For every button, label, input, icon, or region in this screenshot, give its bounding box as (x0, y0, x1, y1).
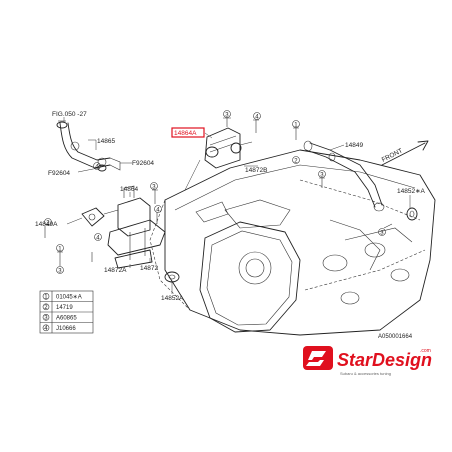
figure-ref: FIG.050 -27 (52, 111, 87, 118)
label-14864: 14864 (120, 186, 138, 193)
svg-text:2: 2 (44, 305, 48, 311)
svg-text:4: 4 (96, 235, 100, 241)
svg-text:4: 4 (44, 326, 48, 332)
label-14865: 14865 (97, 138, 115, 145)
label-14849: 14849 (345, 142, 363, 149)
legend-part-3: A60865 (56, 316, 77, 322)
timing-cover (199, 221, 301, 333)
svg-text:1: 1 (294, 122, 298, 128)
svg-text:3: 3 (380, 230, 384, 236)
part-labels: FIG.050 -27 14865 F92604 F92604 14864 14… (35, 111, 426, 302)
svg-text:1: 1 (44, 295, 48, 301)
logo-suffix: .com (420, 348, 431, 354)
svg-text:4: 4 (255, 114, 259, 120)
svg-text:3: 3 (320, 172, 324, 178)
drawing-code: A050001664 (378, 334, 413, 340)
legend-part-2: 14719 (56, 305, 73, 311)
leader-lines (63, 117, 411, 294)
hose-14865 (59, 122, 121, 171)
label-14852A-right: 14852∗A (397, 188, 426, 195)
legend-table: 1 01045∗A 2 14719 3 A60865 4 J10666 (39, 290, 94, 334)
label-f92604-upper: F92604 (132, 160, 154, 167)
front-arrow: FRONT (381, 140, 429, 166)
svg-text:3: 3 (44, 316, 48, 322)
label-14852A-lower: 14852A (161, 295, 184, 302)
label-14872: 14872 (140, 265, 158, 272)
svg-text:4: 4 (156, 207, 160, 213)
svg-text:3: 3 (225, 112, 229, 118)
label-14872B: 14872B (245, 167, 267, 174)
label-f92604-lower: F92604 (48, 170, 70, 177)
legend-part-1: 01045∗A (56, 295, 82, 301)
clamp-f92604-upper (56, 120, 68, 129)
svg-text:4: 4 (95, 164, 99, 170)
label-14872A: 14872A (104, 267, 127, 274)
engine-block (149, 149, 436, 336)
logo-badge (303, 346, 333, 370)
valve-14864A (204, 127, 253, 169)
valve-14864-assembly (107, 185, 166, 269)
svg-text:2: 2 (46, 220, 50, 226)
fitting-14849A (81, 207, 119, 227)
highlight-tag-14864A: 14864A (171, 127, 205, 138)
legend-part-4: J10666 (56, 326, 76, 332)
label-14849A: 14849A (35, 221, 58, 228)
stardesign-logo: StarDesign .com Subaru & accessories tun… (303, 346, 432, 376)
logo-tagline: Subaru & accessories tuning (340, 371, 391, 376)
svg-text:3: 3 (152, 184, 156, 190)
svg-text:14864A: 14864A (174, 130, 197, 137)
svg-text:2: 2 (294, 158, 298, 164)
logo-brand: StarDesign (337, 350, 432, 370)
svg-text:1: 1 (58, 246, 62, 252)
fasteners (44, 117, 393, 266)
callout-circles: 3 4 1 2 3 3 3 4 2 1 3 4 4 (44, 110, 386, 274)
gasket-14852A-right (406, 207, 418, 221)
svg-text:3: 3 (58, 268, 62, 274)
pipe-14849 (303, 140, 385, 212)
